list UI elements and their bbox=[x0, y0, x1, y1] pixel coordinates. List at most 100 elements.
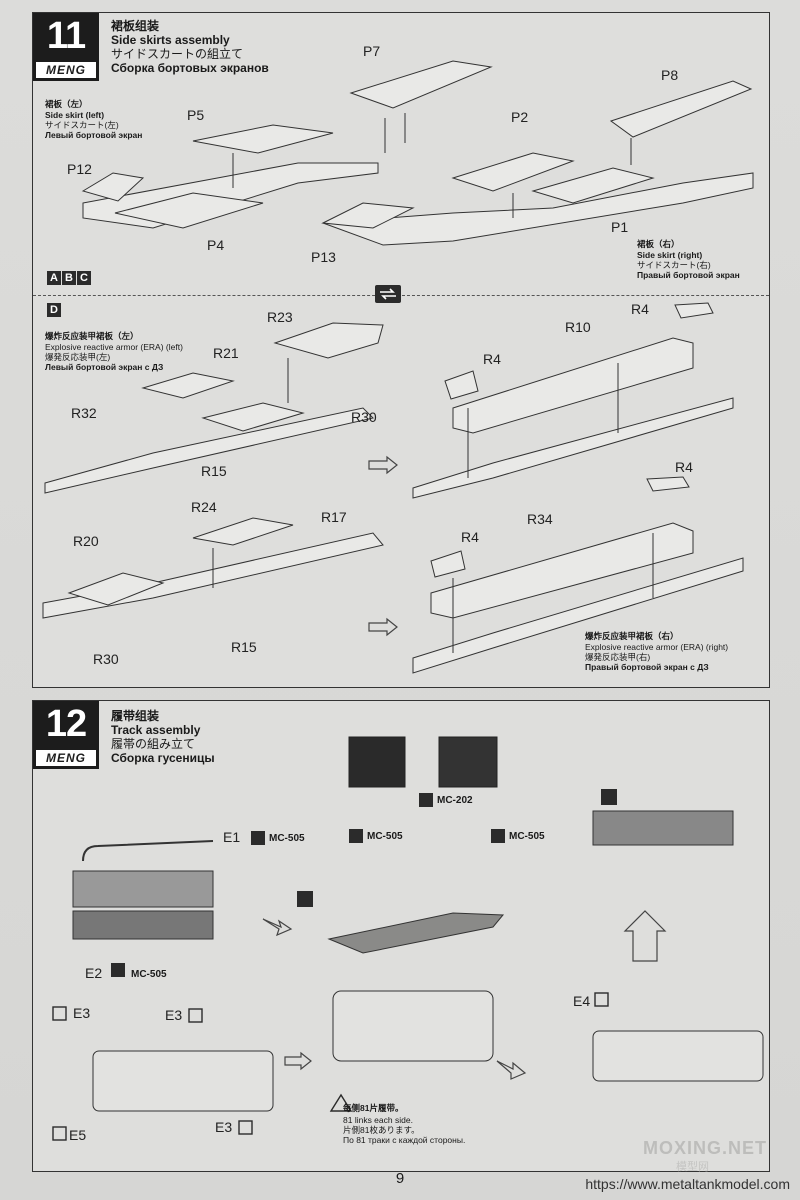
assembly-jig bbox=[332, 990, 494, 1062]
part-label-r20: R20 bbox=[73, 533, 99, 549]
variant-badge: D bbox=[47, 303, 61, 317]
part-label-r21: R21 bbox=[213, 345, 239, 361]
watermark: MOXING.NET bbox=[643, 1138, 768, 1158]
part-r23-shape bbox=[273, 322, 384, 359]
left-skirt-zh: 裙板（左） bbox=[45, 99, 88, 109]
part-p12-shape bbox=[81, 172, 145, 202]
variant-badge: C bbox=[77, 271, 91, 285]
part-r4-clip bbox=[674, 302, 714, 319]
track-pins bbox=[72, 870, 214, 908]
step-title-en: Track assembly bbox=[111, 723, 201, 737]
paint-code: MC-505 bbox=[269, 833, 305, 844]
assembly-jig bbox=[92, 1050, 274, 1112]
step-number: 12 bbox=[45, 703, 87, 745]
part-label-r15: R15 bbox=[231, 639, 257, 655]
era-mid-plate bbox=[201, 402, 305, 432]
part-label-e3: E3 bbox=[215, 1119, 233, 1135]
part-label-p8: P8 bbox=[661, 67, 679, 83]
part-label-r10: R10 bbox=[565, 319, 591, 335]
part-p5-shape bbox=[192, 124, 334, 154]
part-label-p13: P13 bbox=[311, 249, 336, 265]
right-skirt-ja: サイドスカート(右) bbox=[637, 260, 711, 270]
warning-icon bbox=[329, 1093, 353, 1112]
step-title-zh: 裙板组装 bbox=[111, 19, 160, 33]
part-label-e1: E1 bbox=[223, 829, 241, 845]
part-label-r34: R34 bbox=[527, 511, 553, 527]
flow-arrow-icon bbox=[496, 1060, 527, 1080]
step-12-badge: 12 MENG bbox=[33, 701, 99, 769]
paint-code: MC-505 bbox=[367, 831, 403, 842]
note-ja: 片側81枚あります。 bbox=[343, 1125, 420, 1135]
paint-code: MC-202 bbox=[437, 795, 473, 806]
track-link-swatch bbox=[438, 736, 498, 788]
era-right-base bbox=[412, 397, 734, 499]
step-title-en: Side skirts assembly bbox=[111, 33, 230, 47]
brand-logo: MENG bbox=[36, 62, 96, 78]
era-left-ru: Левый бортовой экран с ДЗ bbox=[45, 362, 164, 372]
part-p1-shape bbox=[531, 167, 655, 204]
part-r4-clip bbox=[430, 550, 466, 578]
variant-badge: A bbox=[47, 271, 61, 285]
variant-badge: B bbox=[62, 271, 76, 285]
left-skirt-ru: Левый бортовой экран bbox=[45, 130, 143, 140]
era-right-base-lower bbox=[412, 557, 744, 674]
paint-code: MC-505 bbox=[131, 969, 167, 980]
up-arrow-icon bbox=[623, 910, 667, 962]
era-left-zh: 爆炸反应装甲裙板（左） bbox=[45, 331, 139, 341]
part-label-r15: R15 bbox=[201, 463, 227, 479]
part-p13-shape bbox=[321, 202, 415, 229]
flow-arrow-icon bbox=[368, 617, 398, 637]
part-label-r23: R23 bbox=[267, 309, 293, 325]
step-title-ja: 履帯の組み立て bbox=[111, 737, 196, 751]
part-p2-shape bbox=[451, 152, 575, 192]
part-label-r32: R32 bbox=[71, 405, 97, 421]
note-en: 81 links each side. bbox=[343, 1115, 413, 1125]
part-label-r30: R30 bbox=[351, 409, 377, 425]
sprue-frame bbox=[82, 840, 214, 862]
flow-arrow-icon bbox=[284, 1051, 312, 1071]
step-title-ja: サイドスカートの組立て bbox=[111, 47, 244, 61]
part-label-p5: P5 bbox=[187, 107, 205, 123]
part-r4-clip bbox=[444, 370, 479, 400]
part-r4-clip bbox=[646, 476, 690, 492]
part-r34-shape bbox=[430, 522, 694, 619]
right-skirt-ru: Правый бортовой экран bbox=[637, 270, 740, 280]
track-pins bbox=[72, 910, 214, 940]
source-url[interactable]: https://www.metaltankmodel.com bbox=[585, 1176, 790, 1192]
variant-d-badge: D bbox=[47, 303, 61, 317]
part-label-r24: R24 bbox=[191, 499, 217, 515]
flow-arrow-icon bbox=[368, 455, 398, 475]
part-label-r4: R4 bbox=[483, 351, 501, 367]
left-skirt-en: Side skirt (left) bbox=[45, 110, 105, 120]
part-label-p12: P12 bbox=[67, 161, 92, 177]
part-p4-shape bbox=[114, 192, 264, 229]
paint-brush-icon bbox=[111, 793, 505, 977]
right-skirt-zh: 裙板（右） bbox=[637, 239, 680, 249]
file-icon bbox=[297, 789, 617, 907]
skirt-right-plate bbox=[322, 172, 754, 246]
era-left-en: Explosive reactive armor (ERA) (left) bbox=[45, 342, 183, 352]
part-r10-shape bbox=[452, 337, 694, 434]
era-left-ja: 爆発反応装甲(左) bbox=[45, 352, 111, 362]
step-11-panel: 11 MENG 裙板组装 Side skirts assembly サイドスカー… bbox=[32, 12, 770, 688]
part-label-e3: E3 bbox=[73, 1005, 91, 1021]
part-label-e2: E2 bbox=[85, 965, 103, 981]
right-skirt-en: Side skirt (right) bbox=[637, 250, 703, 260]
brand-logo: MENG bbox=[36, 750, 96, 766]
era-right-ja: 爆発反応装甲(右) bbox=[585, 652, 651, 662]
part-p7-shape bbox=[349, 60, 493, 109]
part-label-r30: R30 bbox=[93, 651, 119, 667]
part-label-e4: E4 bbox=[573, 993, 591, 1009]
part-label-p1: P1 bbox=[611, 219, 629, 235]
part-label-e3: E3 bbox=[165, 1007, 183, 1023]
part-label-r4: R4 bbox=[461, 529, 479, 545]
section-divider bbox=[33, 295, 769, 296]
note-ru: По 81 траки с каждой стороны. bbox=[343, 1135, 466, 1145]
no-glue-icon bbox=[52, 992, 609, 1141]
era-right-en: Explosive reactive armor (ERA) (right) bbox=[585, 642, 729, 652]
era-left-base-r32 bbox=[44, 407, 374, 494]
era-right-zh: 爆炸反应装甲裙板（右） bbox=[585, 631, 679, 641]
part-label-r4: R4 bbox=[631, 301, 649, 317]
part-r21-shape bbox=[141, 372, 235, 399]
